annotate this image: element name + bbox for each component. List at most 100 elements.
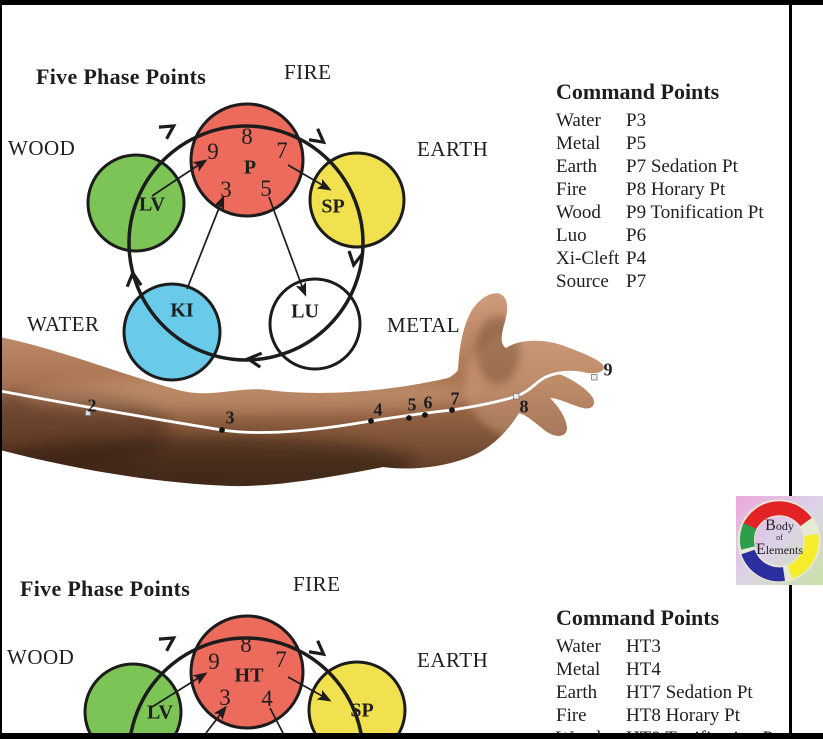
generation-cycle-ring	[127, 124, 365, 362]
logo-text: Body of Elements	[736, 518, 823, 559]
organ-label-spleen: SP	[350, 699, 374, 722]
organ-label-heart: HT	[234, 664, 264, 687]
point-number-fire: 8	[240, 632, 252, 657]
fire-circle	[189, 614, 305, 730]
point-number-water: 3	[220, 177, 232, 202]
table-row: Wood P9 Tonification Pt	[556, 201, 792, 224]
acupoint-marker-3	[219, 427, 225, 433]
arrow-water-to-3	[186, 195, 225, 290]
earth-circle	[308, 151, 406, 249]
phase-label-wood: WOOD	[7, 645, 75, 669]
section-title-top: Five Phase Points	[36, 64, 207, 89]
section-title-bottom: Five Phase Points	[20, 576, 191, 601]
table-row: Metal P5	[556, 132, 792, 155]
logo-ring-yellow	[787, 533, 819, 579]
row-value: P3	[626, 110, 647, 131]
logo-ring-blue	[741, 549, 786, 582]
point-number-fire: 8	[241, 124, 253, 149]
acupoint-marker-6	[422, 412, 428, 418]
arrow-7-to-earth	[287, 164, 332, 191]
ring-arrow-icon	[125, 269, 143, 288]
phase-label-earth: EARTH	[417, 137, 489, 161]
five-phase-diagram-bottom	[83, 614, 407, 739]
point-number-wood: 9	[207, 139, 219, 164]
organ-label-liver: LV	[147, 701, 173, 724]
earth-circle	[307, 660, 407, 739]
acupoint-marker-2	[85, 410, 91, 416]
organ-label-spleen: SP	[321, 195, 345, 218]
row-label: Metal	[556, 133, 601, 154]
arm-point-label-5: 5	[407, 394, 417, 415]
point-number-wood: 9	[208, 649, 220, 674]
arrow-5-to-metal	[268, 196, 307, 297]
logo-line-body: Body	[765, 517, 794, 534]
arm-point-label-4: 4	[373, 399, 383, 420]
row-value: P4	[626, 248, 647, 269]
arm-shading	[0, 390, 170, 470]
logo-graphic	[736, 496, 823, 585]
arm-point-label-6: 6	[423, 392, 433, 413]
acupoint-marker-7	[449, 407, 455, 413]
row-value: P9 Tonification Pt	[626, 202, 764, 223]
point-number-metal: 4	[261, 686, 273, 711]
ring-arrow-icon	[347, 250, 365, 269]
phase-label-fire: FIRE	[293, 572, 341, 596]
table-row: Fire P8 Horary Pt	[556, 178, 792, 201]
body-of-elements-logo: Body of Elements	[736, 496, 823, 585]
acupoint-marker-4	[368, 418, 374, 424]
organ-label-lung: LU	[291, 300, 319, 323]
row-label: Water	[556, 110, 601, 131]
arm-point-label-7: 7	[450, 388, 460, 409]
logo-ring-red	[742, 501, 812, 532]
row-value: P5	[626, 133, 647, 154]
row-label: Earth	[556, 156, 598, 177]
frame-border-top	[0, 0, 823, 5]
arrow-wood-to-9	[151, 672, 208, 708]
arm-point-label-2: 2	[87, 395, 97, 416]
row-label: Fire	[556, 705, 587, 726]
arrow-7-to-earth	[287, 676, 332, 702]
wood-circle	[83, 662, 183, 739]
row-value: P7 Sedation Pt	[626, 156, 738, 177]
table-row: Xi-Cleft P4	[556, 247, 792, 270]
row-value: P8 Horary Pt	[626, 179, 726, 200]
row-value: HT3	[626, 636, 661, 657]
point-number-water: 3	[219, 685, 231, 710]
row-label: Wood	[556, 202, 601, 223]
fire-circle	[189, 102, 305, 218]
row-label: Source	[556, 271, 609, 292]
ring-arrow-icon	[244, 351, 263, 369]
ring-arrow-icon	[308, 640, 327, 657]
phase-label-wood: WOOD	[8, 136, 76, 160]
ring-arrow-icon	[158, 124, 177, 140]
table-row: Source P7	[556, 270, 792, 293]
generation-cycle-ring	[128, 636, 364, 739]
phase-label-earth: EARTH	[417, 648, 489, 672]
organ-label-pericardium: P	[243, 156, 257, 179]
point-number-earth: 7	[275, 647, 287, 672]
organ-label-liver: LV	[139, 193, 165, 216]
logo-line-elements: Elements	[755, 541, 804, 559]
row-label: Xi-Cleft	[556, 248, 620, 269]
ring-arrow-icon	[158, 636, 177, 652]
row-value: P7	[626, 271, 647, 292]
command-points-title: Command Points	[556, 79, 720, 104]
phase-label-metal: METAL	[387, 313, 461, 337]
logo-ring-green	[739, 523, 757, 550]
row-value: HT7 Sedation Pt	[626, 682, 753, 703]
arm-point-label-8: 8	[519, 396, 529, 417]
command-points-title: Command Points	[556, 605, 720, 630]
row-label: Fire	[556, 179, 587, 200]
acupoint-marker-8	[513, 393, 520, 400]
table-row: Earth P7 Sedation Pt	[556, 155, 792, 178]
arrow-water-to-3	[205, 705, 227, 734]
